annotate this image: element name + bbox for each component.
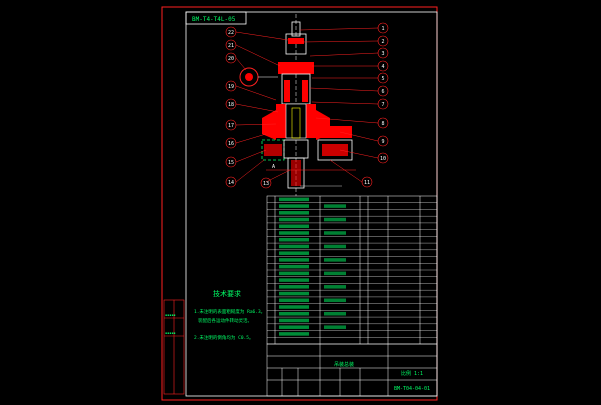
callout-13: 13 — [263, 181, 269, 187]
drawing-number: BM-T4-T4L-05 — [192, 16, 236, 23]
parts-list-cell-mark — [324, 244, 346, 249]
leader-callouts-right — [299, 27, 379, 183]
callout-6: 6 — [381, 89, 384, 95]
title-block — [266, 343, 438, 397]
parts-list-cell-mark — [279, 311, 309, 316]
callout-16: 16 — [228, 141, 234, 147]
parts-list-cell-mark — [279, 332, 309, 336]
parts-list-cell-mark — [279, 204, 309, 208]
parts-list-cell-mark — [279, 197, 309, 202]
notes-line-1: 1.未注明的表面粗糙度为 Ra6.3。 — [194, 308, 265, 315]
drawing-number-box — [185, 11, 247, 25]
parts-list-cell-mark — [279, 231, 309, 235]
title-block-name: 吊装总装 — [334, 361, 354, 368]
parts-list-cell-mark — [279, 211, 309, 215]
parts-list-cell-mark — [279, 251, 309, 255]
callout-17: 17 — [228, 123, 234, 129]
leader-circles-right — [361, 22, 389, 188]
section-label-a: A — [272, 164, 275, 170]
parts-list-cell-mark — [324, 298, 346, 303]
margin-label-1: ▪▪▪▪▪ — [165, 313, 176, 317]
callout-3: 3 — [381, 51, 384, 57]
parts-list-cell-mark — [279, 224, 309, 229]
callout-5: 5 — [381, 76, 384, 82]
parts-list-cell-mark — [324, 258, 346, 262]
parts-list-cell-mark — [324, 231, 346, 235]
callout-8: 8 — [381, 121, 384, 127]
callout-2: 2 — [381, 39, 384, 45]
callout-21: 21 — [228, 43, 234, 49]
parts-list-cell-mark — [279, 291, 309, 296]
left-margin-strip — [163, 299, 185, 395]
callout-11: 11 — [364, 180, 370, 186]
parts-list-cell-mark — [324, 271, 346, 276]
assembly-section-view: A — [239, 14, 356, 196]
parts-list-cell-mark — [279, 298, 309, 303]
parts-list-cell-mark — [279, 258, 309, 262]
callout-7: 7 — [381, 102, 384, 108]
callout-15: 15 — [228, 160, 234, 166]
parts-list-cell-mark — [279, 278, 309, 282]
parts-list-cell-mark — [279, 217, 309, 222]
title-block-code: BM-T04-04-01 — [394, 386, 430, 392]
parts-list-cell-mark — [324, 204, 346, 208]
parts-list-cell-mark — [279, 244, 309, 249]
parts-list-cell-mark — [279, 271, 309, 276]
callout-22: 22 — [228, 30, 234, 36]
notes-heading: 技术要求 — [213, 289, 241, 298]
parts-list-cell-mark — [279, 318, 309, 323]
parts-list-cell-mark — [324, 217, 346, 222]
callout-10: 10 — [380, 156, 386, 162]
callout-4: 4 — [381, 64, 384, 70]
leader-callouts-left — [235, 31, 291, 183]
margin-label-2: ▪▪▪▪▪ — [165, 331, 176, 335]
parts-list-cell-mark — [324, 285, 346, 289]
parts-list-cell-mark — [279, 325, 309, 329]
notes-line-2: 装配后各运动件转动灵活。 — [198, 317, 252, 324]
parts-list-cell-mark — [324, 311, 346, 316]
callout-19: 19 — [228, 84, 234, 90]
parts-list-cell-mark — [279, 305, 309, 309]
callout-18: 18 — [228, 102, 234, 108]
parts-list-cell-mark — [279, 285, 309, 289]
callout-9: 9 — [381, 139, 384, 145]
notes-line-3: 2.未注明的倒角均为 C0.5。 — [194, 334, 253, 341]
parts-list-rows — [267, 197, 437, 338]
leader-circles-left — [225, 26, 272, 189]
parts-list-cell-mark — [279, 237, 309, 242]
callout-1: 1 — [381, 26, 384, 32]
callout-20: 20 — [228, 56, 234, 62]
parts-list-cell-mark — [279, 264, 309, 269]
parts-list-cell-mark — [324, 325, 346, 329]
title-block-scale: 比例 1:1 — [401, 370, 423, 377]
callout-14: 14 — [228, 180, 234, 186]
